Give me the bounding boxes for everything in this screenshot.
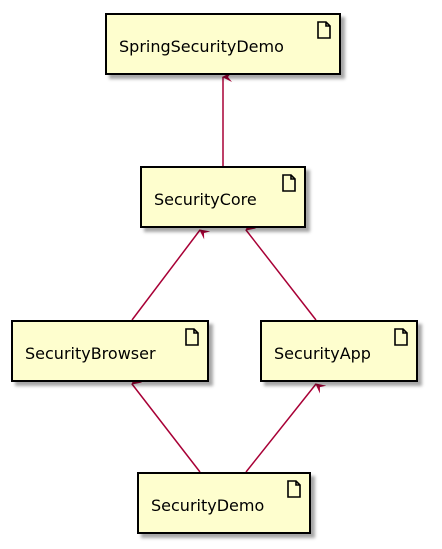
artifact-label: SpringSecurityDemo xyxy=(119,37,284,56)
artifact-label: SecurityDemo xyxy=(151,496,265,515)
dependency-edge-security-app-to-security-core xyxy=(245,220,317,321)
artifact-label: SecurityCore xyxy=(154,190,257,209)
artifact-icon xyxy=(317,21,331,39)
dependency-edge-security-demo-to-security-app xyxy=(245,383,327,473)
artifact-security-browser[interactable]: SecurityBrowser xyxy=(11,320,209,382)
artifact-security-core[interactable]: SecurityCore xyxy=(140,166,306,228)
artifact-label: SecurityBrowser xyxy=(25,344,156,363)
artifact-spring-security-demo[interactable]: SpringSecurityDemo xyxy=(105,13,341,75)
artifact-label: SecurityApp xyxy=(274,344,371,363)
artifact-icon xyxy=(394,328,408,346)
dependency-edge-security-demo-to-security-browser xyxy=(131,374,201,473)
edges-group xyxy=(131,72,327,473)
artifact-icon xyxy=(185,328,199,346)
artifact-icon xyxy=(287,480,301,498)
artifact-security-demo[interactable]: SecurityDemo xyxy=(137,472,311,534)
artifact-security-app[interactable]: SecurityApp xyxy=(260,320,418,382)
dependency-edge-security-browser-to-security-core xyxy=(131,229,211,321)
artifact-icon xyxy=(282,174,296,192)
